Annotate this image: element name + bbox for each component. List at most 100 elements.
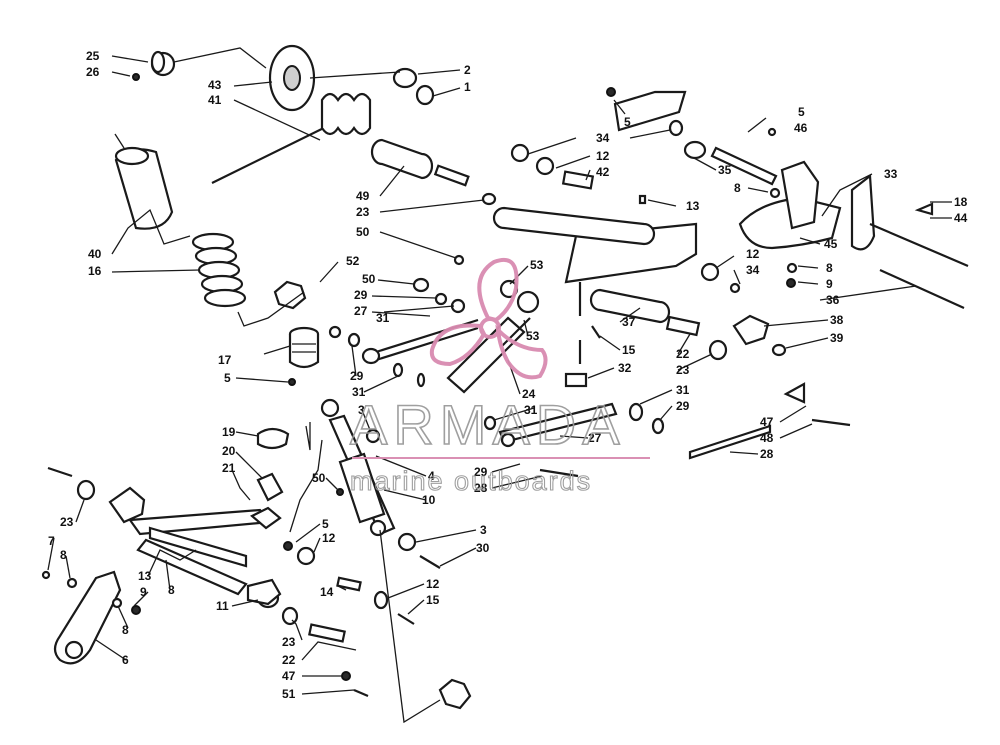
nut-47 — [341, 671, 351, 681]
bushing-12-bottom — [373, 590, 389, 610]
callout-label: 8 — [122, 623, 129, 637]
bracket-20 — [256, 472, 284, 502]
callout-numbers: 25 26 43 41 2 1 49 23 40 16 5 34 12 42 5… — [48, 49, 968, 701]
washer-29-left — [347, 332, 361, 348]
bracket-33 — [850, 173, 876, 251]
bolt-30 — [419, 555, 441, 569]
bolt-28-low — [539, 468, 579, 478]
torsion-spring — [320, 92, 372, 136]
bolt-28 — [688, 424, 772, 460]
propeller-logo — [429, 257, 548, 380]
bushing-12-right — [700, 262, 720, 282]
nut-3 — [365, 428, 381, 444]
callout-label: 8 — [60, 548, 67, 562]
watermark-brand: ARMADA — [350, 393, 626, 456]
front-arm-cross — [148, 526, 248, 568]
callout-label: 29 — [354, 288, 368, 302]
nut-9-right — [786, 278, 796, 288]
bracket-47 — [783, 382, 806, 404]
bolt-36 — [879, 268, 965, 310]
rear-shaft-37 — [589, 288, 671, 324]
bushing-12-lower — [296, 546, 316, 566]
spring-sleeve-49 — [370, 138, 434, 180]
callout-label: 22 — [676, 347, 690, 361]
washer-29 — [434, 292, 448, 306]
bolt-48 — [811, 418, 851, 427]
spacer-14 — [336, 576, 362, 592]
callout-label: 18 — [954, 195, 968, 209]
bolt-51 — [353, 688, 369, 698]
pin-23-left — [47, 466, 73, 478]
callout-label: 34 — [596, 131, 610, 145]
bushing-34 — [510, 143, 530, 163]
callout-label: 39 — [830, 331, 844, 345]
callout-label: 28 — [474, 481, 488, 495]
coil-spring-16 — [191, 232, 247, 308]
center-links — [328, 254, 772, 478]
callout-label: 45 — [824, 237, 838, 251]
callout-label: 9 — [140, 585, 147, 599]
spacer-31-low — [483, 415, 497, 431]
bushing-23-top — [481, 192, 497, 206]
top-wheel-assembly — [132, 44, 497, 206]
spacer-31-right — [628, 402, 644, 422]
callout-label: 29 — [676, 399, 690, 413]
callout-label: 16 — [88, 264, 102, 278]
callout-label: 42 — [596, 165, 610, 179]
bushing-25-face — [150, 50, 166, 74]
callout-label: 27 — [588, 431, 602, 445]
callout-label: 33 — [884, 167, 898, 181]
pin-49 — [433, 164, 470, 187]
callout-label: 3 — [480, 523, 487, 537]
callout-label: 14 — [320, 585, 334, 599]
bolt-7 — [41, 570, 51, 580]
nut-52 — [273, 280, 307, 310]
callout-label: 47 — [282, 669, 296, 683]
bushing-3 — [397, 532, 417, 552]
nut-26 — [132, 73, 140, 81]
callout-label: 26 — [86, 65, 100, 79]
bolt-13 — [638, 194, 647, 205]
callout-label: 10 — [422, 493, 436, 507]
callout-label: 37 — [622, 315, 636, 329]
parts-artwork — [41, 44, 969, 710]
washer-39 — [771, 343, 787, 357]
callout-label: 9 — [826, 277, 833, 291]
callout-label: 24 — [522, 387, 536, 401]
callout-label: 17 — [218, 353, 232, 367]
bushing-34-right — [683, 140, 707, 160]
shock-eye-bottom — [369, 519, 387, 537]
bushing-12 — [535, 156, 555, 176]
front-arm-assembly — [41, 398, 472, 710]
spacer-22-bottom — [308, 623, 346, 643]
watermark-tagline: marine outboards — [350, 466, 592, 496]
callout-label: 53 — [526, 329, 540, 343]
armada-watermark: ARMADA marine outboards — [349, 257, 650, 497]
nut-5 — [288, 378, 296, 386]
callout-label: 25 — [86, 49, 100, 63]
callout-label: 22 — [282, 653, 296, 667]
callout-label: 29 — [350, 369, 364, 383]
callout-label: 31 — [676, 383, 690, 397]
callout-label: 5 — [224, 371, 231, 385]
callout-label: 12 — [596, 149, 610, 163]
spacer-31-mid — [416, 372, 426, 388]
callout-label: 40 — [88, 247, 102, 261]
bolt-44 — [869, 222, 969, 268]
bracket-5 — [613, 90, 687, 132]
bushing-23 — [708, 339, 728, 361]
nut-50-left — [328, 325, 342, 339]
detail-insert — [438, 678, 472, 710]
shock-boot-assembly — [114, 146, 320, 386]
boot-top — [114, 146, 150, 166]
callout-label: 7 — [48, 534, 55, 548]
bump-stop-17 — [288, 326, 320, 369]
callout-label: 34 — [746, 263, 760, 277]
cap-19 — [256, 427, 290, 450]
rail-shaft-37 — [492, 206, 656, 246]
callout-label: 13 — [686, 199, 700, 213]
axle-rod-41 — [211, 119, 341, 184]
callout-label: 53 — [530, 258, 544, 272]
callout-label: 3 — [358, 403, 365, 417]
